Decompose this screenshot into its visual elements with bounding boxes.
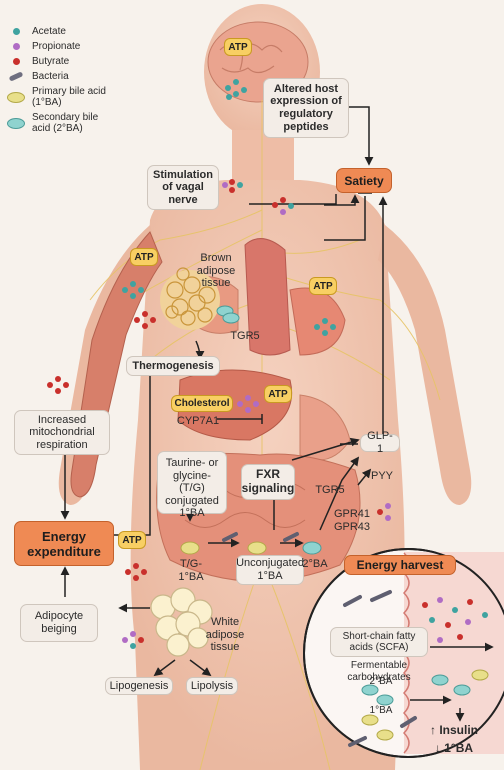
arrow-scfa-satiety (324, 194, 360, 206)
secondary-bile-acid-icon (7, 117, 25, 129)
atp-badge-gut: ATP (264, 385, 292, 403)
bile-acid-icons (179, 305, 489, 741)
insulin-label: ↑ Insulin (430, 723, 478, 737)
propionate-dot-icon (12, 43, 20, 50)
arrow-gpr-pyy (357, 468, 372, 486)
acetate-dot-icon (12, 28, 20, 35)
scfa-box: Short-chain fatty acids (SCFA) (330, 627, 428, 657)
satiety-box: Satiety (336, 168, 392, 193)
increased-respiration-box: Increased mitochondrial respiration (14, 410, 110, 455)
tgr5-gut-label: TGR5 (315, 484, 345, 496)
butyrate-dot-icon (12, 58, 20, 65)
primary-bile-acid-icon (7, 91, 25, 103)
vagal-nerve-box: Stimulation of vagal nerve (147, 165, 219, 210)
unconjugated-ba-box: Unconjugated 1°BA (236, 555, 304, 585)
legend-item-acetate: Acetate (6, 26, 126, 37)
lipogenesis-box: Lipogenesis (105, 677, 173, 695)
thermogenesis-box: Thermogenesis (126, 356, 220, 376)
inset-1ba-label: 1°BA (369, 705, 393, 716)
brown-adipose-cluster (160, 267, 220, 330)
glp1-box: GLP-1 (360, 430, 400, 455)
cyp7a1-label: CYP7A1 (176, 415, 220, 427)
fxr-signaling-box: FXR signaling (241, 464, 295, 500)
conjugated-ba-box: Taurine- or glycine- (T/G) conjugated 1°… (157, 451, 227, 519)
legend-item-propionate: Propionate (6, 41, 126, 52)
arrow-2ba-satiety (324, 196, 366, 241)
white-adipose-cluster (150, 587, 213, 657)
tgr5-brown-label: TGR5 (230, 330, 260, 342)
lipolysis-box: Lipolysis (186, 677, 238, 695)
gpr41-label: GPR41 (333, 508, 371, 520)
cholesterol-box: Cholesterol (171, 395, 233, 412)
fermentable-carbs-label: Fermentable carbohydrates (347, 660, 411, 683)
arrow-2ba-glp1 (319, 456, 360, 531)
arrow-peptides-satiety (349, 106, 374, 166)
inset-2ba-label: 2°BA (369, 676, 393, 687)
gpr43-label: GPR43 (333, 521, 371, 533)
atp-badge-liver: ATP (309, 277, 337, 295)
altered-expression-box: Altered host expression of regulatory pe… (263, 78, 349, 138)
brown-adipose-label: Brown adipose tissue (196, 252, 236, 290)
energy-expenditure-box: Energy expenditure (14, 521, 114, 566)
energy-harvest-box: Energy harvest (344, 555, 456, 575)
legend-item-bacteria: Bacteria (6, 71, 126, 82)
atp-badge-muscle: ATP (130, 248, 158, 266)
secondary-ba-label: 2°BA (302, 558, 328, 570)
bacteria-icons (222, 532, 417, 747)
adipocyte-beiging-box: Adipocyte beiging (20, 604, 98, 642)
legend-item-primary-ba: Primary bile acid (1°BA) (6, 86, 126, 108)
tg-1ba-label: T/G- 1°BA (178, 558, 204, 583)
bacteria-icon (8, 71, 24, 82)
atp-badge-brain: ATP (224, 38, 252, 56)
pyy-label: PYY (370, 470, 393, 482)
white-adipose-label: White adipose tissue (205, 616, 245, 654)
legend-item-butyrate: Butyrate (6, 56, 126, 67)
arrow-white-lipolysis (189, 659, 212, 677)
vagal-to-satiety-line (249, 194, 337, 205)
legend: Acetate Propionate Butyrate Bacteria Pri… (6, 26, 126, 138)
arrow-white-lipogenesis (153, 659, 176, 677)
scfa-dot-clusters (47, 79, 488, 649)
legend-item-secondary-ba: Secondary bile acid (2°BA) (6, 112, 126, 134)
atp-badge-adipose: ATP (118, 531, 146, 549)
decreased-1ba-label: ↓ 1°BA (434, 741, 474, 755)
